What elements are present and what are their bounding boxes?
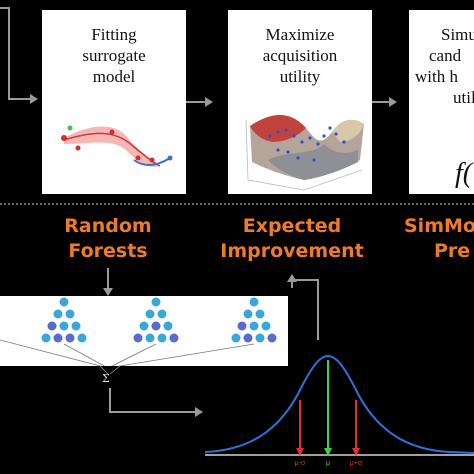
mean-arrowhead — [324, 448, 332, 456]
utility-surface-ridge — [332, 119, 364, 142]
ei-line2: Improvement — [220, 240, 364, 262]
observation-point — [75, 145, 81, 151]
step1-line1: Fitting — [91, 25, 137, 44]
step3-line3: with h — [415, 67, 458, 86]
surrogate-model-illustration — [61, 125, 173, 167]
arrowhead-step1-to-step2 — [205, 97, 213, 107]
step-box-simulate-candidates: Simu cand with h util f( — [409, 10, 474, 194]
sm-line1: SimMo — [404, 215, 474, 237]
step2-line2: acquisition — [262, 46, 338, 65]
step-box-fitting-surrogate: Fitting surrogate model — [42, 10, 186, 194]
arrowhead-rf-to-panel — [103, 288, 113, 296]
observation-point — [135, 155, 141, 161]
acquisition-surface-illustration — [245, 114, 364, 191]
rf-line2: Forests — [68, 240, 148, 262]
random-forest-panel — [0, 296, 288, 366]
step3-line1: Simu — [441, 25, 474, 44]
sigma-left-arrowhead — [296, 448, 304, 456]
label-simmodel-container: SimMo Pre — [400, 214, 474, 270]
label-random-forests: Random Forests — [48, 214, 168, 264]
utility-surface-peak — [250, 114, 306, 142]
plot-axis — [247, 179, 305, 191]
surrogate-blue-segment — [133, 157, 171, 166]
observation-point — [61, 135, 67, 141]
sm-line2: Pre — [434, 240, 471, 262]
gaussian-curve — [204, 354, 474, 454]
label-expected-improvement: Expected Improvement — [212, 214, 372, 264]
feedback-loop-line — [0, 7, 30, 100]
candidate-points — [268, 126, 346, 162]
label-mu: μ — [325, 460, 331, 467]
step2-title: Maximize acquisition utility — [228, 24, 372, 87]
plot-axis — [303, 169, 363, 191]
feedback-arrowhead — [30, 94, 38, 104]
step3-line4: util — [453, 88, 474, 107]
arrow-sigma-to-gaussian — [109, 388, 195, 413]
step2-line3: utility — [279, 67, 321, 86]
label-mu-minus-sigma: μ-σ — [294, 460, 306, 467]
arrowhead-step2-to-step3 — [389, 97, 397, 107]
function-symbol: f( — [455, 158, 473, 189]
plot-axis — [245, 119, 249, 181]
tree-icon — [133, 297, 179, 343]
forest-trees — [0, 297, 277, 366]
label-mu-plus-sigma: μ+σ — [349, 460, 363, 467]
step3-line2: cand — [429, 46, 462, 65]
step3-title: Simu cand with h util — [409, 24, 474, 108]
step1-title: Fitting surrogate model — [42, 24, 186, 87]
rf-line1: Random — [64, 215, 152, 237]
aggregation-lines — [0, 339, 255, 366]
sigma-right-arrowhead — [352, 448, 360, 456]
observation-point — [109, 129, 115, 135]
arrow-gaussian-to-ei — [291, 279, 319, 340]
ei-line1: Expected — [242, 215, 342, 237]
step2-line1: Maximize — [265, 25, 335, 44]
tree-icon — [41, 297, 87, 343]
observation-point — [67, 125, 73, 131]
ensemble-sum-symbol: Σ — [102, 372, 110, 385]
tree-icon — [231, 297, 277, 343]
step1-line2: surrogate — [82, 46, 146, 65]
utility-surface-trough — [268, 144, 358, 180]
observation-point — [167, 155, 173, 161]
step1-line3: model — [92, 67, 136, 86]
step-box-maximize-acquisition: Maximize acquisition utility — [228, 10, 372, 194]
label-simmodel: SimMo Pre — [400, 214, 474, 264]
arrowhead-gaussian-to-ei — [287, 274, 297, 282]
arrowhead-sigma-to-gaussian — [195, 407, 203, 417]
observation-point — [149, 157, 155, 163]
